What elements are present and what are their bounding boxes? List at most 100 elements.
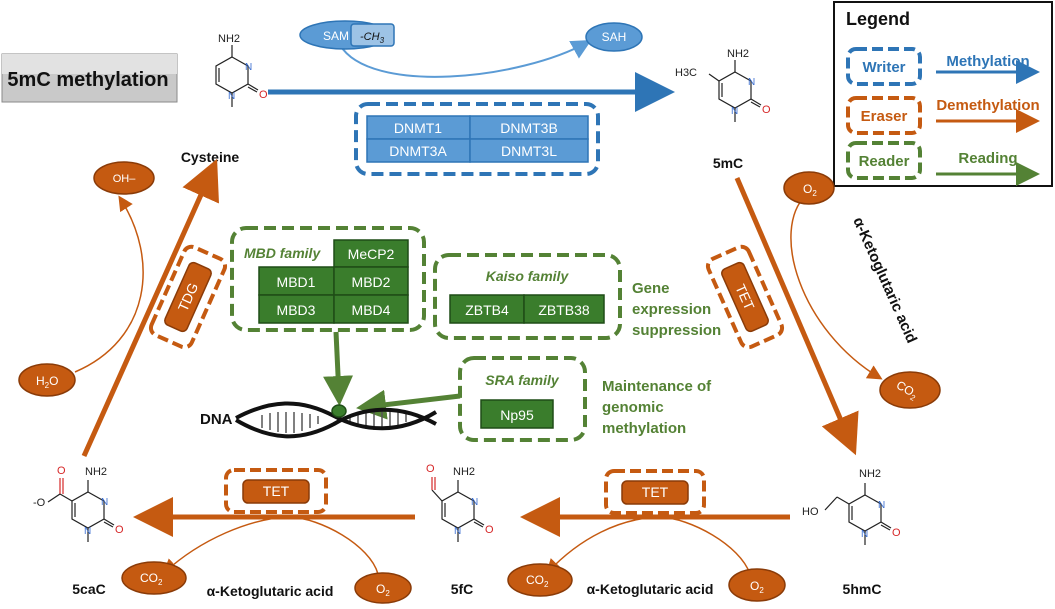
o2-badge-mid: O2	[728, 568, 786, 602]
reader-cell	[333, 239, 409, 268]
legend-writer-label: Writer	[862, 59, 905, 76]
reader-kaiso-family: Kaiso family ZBTB4 ZBTB38	[433, 253, 622, 340]
dna-label: DNA	[200, 411, 233, 428]
reader-mecp2: MeCP2	[348, 246, 395, 262]
h2o-badge: H2O	[18, 363, 76, 397]
step-5mc-to-5hmc: TET α-Ketoglutaric acid O2 CO2	[705, 171, 941, 456]
sra-family-label: SRA family	[485, 372, 560, 388]
kaiso-family-label: Kaiso family	[486, 268, 570, 284]
5mc-n3: N	[748, 77, 755, 88]
reader-mbd3: MBD3	[277, 302, 316, 318]
step-5hmc-to-5fc: TET α-Ketoglutaric acid CO2 O2	[507, 469, 790, 602]
legend-demethylation-label: Demethylation	[936, 97, 1039, 114]
mbd-to-dna-arrow	[323, 331, 354, 406]
writer-enzymes: DNMT1 DNMT3B DNMT3A DNMT3L	[354, 102, 600, 176]
svg-text:suppression: suppression	[632, 322, 721, 339]
mbd-family-label: MBD family	[244, 245, 321, 261]
reader-np95: Np95	[500, 407, 534, 423]
o2-co2-curve-1	[790, 194, 883, 380]
tdg-eraser: TDG	[148, 244, 228, 350]
legend-writer-box	[846, 47, 922, 86]
reader-mbd-family: MBD family MeCP2 MBD1 MBD2 MBD3 MBD4	[230, 226, 426, 332]
5cac-n1: N	[84, 526, 91, 537]
step-5fc-to-5cac: TET α-Ketoglutaric acid CO2 O2	[121, 468, 415, 604]
5fc-label: 5fC	[451, 581, 474, 597]
reader-cell	[449, 294, 525, 324]
5mc-nh2: NH2	[727, 48, 749, 60]
svg-text:genomic: genomic	[602, 399, 664, 416]
svg-text:O2: O2	[376, 582, 390, 598]
cytosine-n3: N	[245, 62, 252, 73]
cytosine-n1: N	[228, 91, 235, 102]
reader-sra-family: SRA family Np95	[458, 356, 587, 442]
o2-co2-curve-2	[545, 516, 751, 575]
writer-cell	[469, 138, 589, 163]
tet-label: TET	[263, 483, 290, 499]
5mc-n1: N	[731, 106, 738, 117]
sam-label: SAM	[323, 29, 349, 43]
cytosine-o: O	[259, 89, 268, 101]
5cac-nh2: NH2	[85, 466, 107, 478]
cytosine-label: Cysteine	[181, 149, 240, 165]
sra-to-dna-arrow	[356, 389, 461, 420]
5hmc-n1: N	[861, 529, 868, 540]
svg-text:methylation: methylation	[602, 420, 686, 437]
title-text: 5mC methylation	[7, 69, 168, 91]
svg-text:H2O: H2O	[36, 374, 58, 390]
sam-badge: SAM -CH3	[299, 20, 395, 50]
sah-badge: SAH	[585, 22, 643, 52]
5hmc-nh2: NH2	[859, 468, 881, 480]
o2-badge-left: O2	[354, 572, 412, 604]
co2-badge-right: CO2	[879, 371, 941, 409]
5hmc-ho: HO	[802, 506, 819, 518]
methylation-step: SAM -CH3 SAH DNMT1 DNMT3B DNMT3A DNMT3L	[268, 20, 675, 176]
akg-label-right: α-Ketoglutaric acid	[849, 215, 920, 346]
legend-reader-label: Reader	[859, 153, 910, 170]
5fc-n1: N	[454, 526, 461, 537]
svg-text:CO2: CO2	[140, 571, 163, 587]
reader-cell	[523, 294, 605, 324]
co2-badge-mid: CO2	[507, 563, 573, 597]
methyl-mark	[331, 404, 347, 418]
svg-text:O2: O2	[750, 579, 764, 595]
reader-zbtb4: ZBTB4	[465, 302, 509, 318]
o2-co2-curve-3	[162, 516, 379, 575]
maintenance-text: Maintenance of genomic methylation	[602, 378, 712, 437]
o2-badge-top: O2	[783, 171, 835, 205]
sah-label: SAH	[602, 30, 627, 44]
legend-eraser-label: Eraser	[861, 108, 908, 125]
akg-label-left: α-Ketoglutaric acid	[207, 583, 334, 599]
dna-helix: DNA	[200, 401, 438, 439]
tet-eraser-2: TET	[604, 469, 706, 515]
5fc-n3: N	[471, 497, 478, 508]
ch3-label: -CH3	[360, 31, 385, 45]
5fc-nh2: NH2	[453, 466, 475, 478]
tet-eraser-3: TET	[224, 468, 328, 514]
legend-methylation-label: Methylation	[946, 53, 1029, 70]
5fc-aldehyde-o: O	[426, 463, 435, 475]
gene-expression-text: Gene expression suppression	[632, 280, 721, 339]
tet-eraser-1: TET	[705, 244, 785, 350]
5mc-h3c: H3C	[675, 67, 697, 79]
writer-dnmt3b: DNMT3B	[500, 120, 558, 136]
legend: Legend Writer Methylation Eraser Demethy…	[833, 1, 1053, 187]
sam-to-sah-arrow	[339, 40, 592, 78]
reader-mbd2: MBD2	[352, 274, 391, 290]
writer-dnmt1: DNMT1	[394, 120, 442, 136]
5hmc-label: 5hmC	[843, 581, 882, 597]
reader-cell	[333, 266, 409, 296]
cytosine-nh2: NH2	[218, 33, 240, 45]
5cac-n3: N	[101, 497, 108, 508]
molecule-cytosine: NH2 N N O	[215, 33, 268, 107]
5cac-carboxylate-o: -O	[33, 497, 46, 509]
5hmc-o: O	[892, 527, 901, 539]
svg-text:expression: expression	[632, 301, 711, 318]
reader-mbd4: MBD4	[352, 302, 391, 318]
5mc-label: 5mC	[713, 155, 743, 171]
writer-dnmt3l: DNMT3L	[501, 143, 557, 159]
excision-arrow	[81, 158, 219, 458]
akg-label-mid: α-Ketoglutaric acid	[587, 581, 714, 597]
5mc-o: O	[762, 104, 771, 116]
